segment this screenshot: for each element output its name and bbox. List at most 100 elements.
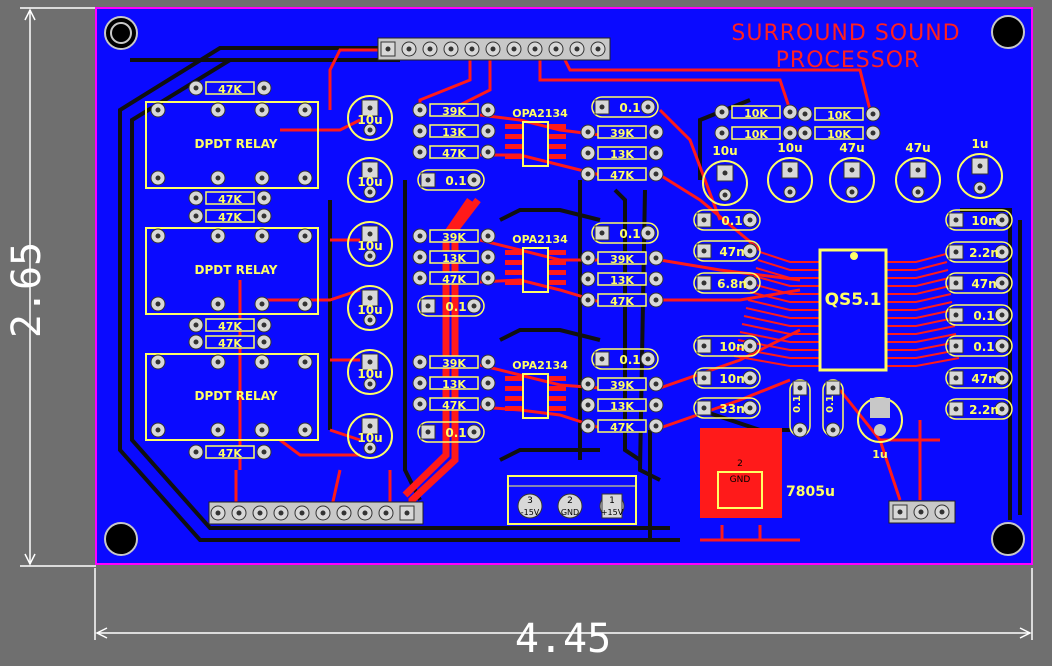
input-cap-2-label: 10u: [357, 175, 382, 189]
relay-3: DPDT RELAY: [145, 353, 319, 441]
electrolytic-4-label: 47u: [905, 141, 930, 155]
voltage-regulator: 2 GND 7805u: [700, 428, 835, 518]
vertical-cap-1: 0.1: [789, 379, 811, 438]
opamp-2-left-resistor-3-label: 47K: [442, 273, 466, 286]
input-cap-2: 10u: [347, 157, 393, 203]
left-cap-6-label: 33n: [719, 402, 744, 416]
qs-fanout-traces: [733, 251, 960, 367]
electrolytic-5-label: 1u: [972, 137, 989, 151]
left-cap-6: 33n: [693, 397, 761, 419]
left-cap-3: 6.8n: [693, 272, 761, 294]
height-dimension: 2.65: [4, 242, 50, 338]
opamp-3-left-resistor-3-label: 47K: [442, 399, 466, 412]
opamp-3-left-resistor-2-label: 13K: [442, 378, 466, 391]
dimension-lines: [20, 7, 1033, 640]
vertical-cap-2-label: 0.1: [825, 395, 836, 413]
opamp-3-left-resistor-1: 39K: [412, 354, 496, 370]
bottom-header: [208, 501, 424, 525]
input-cap-6: 10u: [347, 413, 393, 459]
relay-resistor-6-label: 47K: [218, 447, 242, 460]
opamp-3-label: OPA2134: [512, 359, 568, 372]
top-resistor-1-label: 10K: [744, 107, 768, 120]
power-pin-2-label: GND: [561, 508, 579, 517]
regulator-pad-num: 2: [737, 459, 743, 469]
opamp-3-right-resistor-1-label: 39K: [610, 379, 634, 392]
opamp-3-right-resistor-1: 39K: [580, 376, 664, 392]
opamp-2-left-resistor-1: 39K: [412, 228, 496, 244]
opamp-3-right-cap-label: 0.1: [619, 353, 640, 367]
electrolytic-1-label: 10u: [712, 144, 737, 158]
opamp-2-right-resistor-2: 13K: [580, 271, 664, 287]
top-resistor-2-label: 10K: [744, 128, 768, 141]
opamp-1-chip: [505, 121, 566, 167]
electrolytic-5: 1u: [957, 137, 1003, 199]
input-cap-4: 10u: [347, 285, 393, 331]
right-cap-3: 47n: [945, 272, 1013, 294]
input-cap-6-label: 10u: [357, 431, 382, 445]
opamp-2-left-cap: 0.1: [417, 295, 485, 317]
relay-label: DPDT RELAY: [195, 389, 278, 403]
regulator-label: 7805u: [786, 484, 835, 500]
opamp-2-right-cap-label: 0.1: [619, 227, 640, 241]
vertical-cap-1-label: 0.1: [792, 395, 803, 413]
board-title-line1: SURROUND SOUND: [731, 21, 960, 46]
opamp-1-right-resistor-2-label: 13K: [610, 148, 634, 161]
opamp-1-left-resistor-1-label: 39K: [442, 105, 466, 118]
top-resistor-1: 10K: [714, 104, 798, 120]
right-cap-5: 0.1: [945, 335, 1013, 357]
opamp-3-right-cap: 0.1: [591, 348, 659, 370]
electrolytic-2-label: 10u: [777, 141, 802, 155]
opamp-2-right-resistor-2-label: 13K: [610, 274, 634, 287]
opamp-1-left-cap-label: 0.1: [445, 174, 466, 188]
opamp-3-right-resistor-3-label: 47K: [610, 421, 634, 434]
opamp-2-label: OPA2134: [512, 233, 568, 246]
right-cap-1: 10n: [945, 209, 1013, 231]
electrolytic-1: 10u: [702, 144, 748, 206]
vertical-cap-2: 0.1: [822, 379, 844, 438]
bottom-cap-label: 1u: [872, 448, 888, 461]
top-resistor-4: 10K: [797, 125, 881, 141]
right-cap-6-label: 47n: [971, 372, 996, 386]
right-cap-5-label: 0.1: [973, 340, 994, 354]
board-title-line2: PROCESSOR: [776, 48, 921, 73]
left-cap-4-label: 10n: [719, 340, 744, 354]
relay-resistor-4: 47K: [188, 317, 272, 333]
relay-resistor-1: 47K: [188, 80, 272, 96]
mounting-holes: [104, 15, 1025, 556]
electrolytic-3-label: 47u: [839, 141, 864, 155]
relay-resistor-3-label: 47K: [218, 211, 242, 224]
qs5-chip-label: QS5.1: [825, 290, 882, 310]
relay-2: DPDT RELAY: [145, 227, 319, 315]
left-cap-2-label: 47n: [719, 245, 744, 259]
relay-label: DPDT RELAY: [195, 263, 278, 277]
opamp-2-chip: [505, 247, 566, 293]
top-resistor-4-label: 10K: [827, 128, 851, 141]
relay-resistor-5-label: 47K: [218, 337, 242, 350]
opamp-1-right-cap-label: 0.1: [619, 101, 640, 115]
opamp-3-right-resistor-2-label: 13K: [610, 400, 634, 413]
opamp-1-right-resistor-1: 39K: [580, 124, 664, 140]
electrolytic-2: 10u: [767, 141, 813, 203]
relay-resistor-5: 47K: [188, 334, 272, 350]
right-cap-7: 2.2n: [945, 398, 1013, 420]
opamp-1-right-resistor-3: 47K: [580, 166, 664, 182]
top-resistor-3: 10K: [797, 106, 881, 122]
opamp-1-right-resistor-2: 13K: [580, 145, 664, 161]
power-pin-1-num: 3: [527, 496, 533, 506]
opamp-1-right-resistor-1-label: 39K: [610, 127, 634, 140]
opamp-2-right-cap: 0.1: [591, 222, 659, 244]
opamp-3-chip: [505, 373, 566, 419]
left-cap-2: 47n: [693, 240, 761, 262]
top-resistor-2: 10K: [714, 125, 798, 141]
opamp-3-left-resistor-1-label: 39K: [442, 357, 466, 370]
opamp-1-left-resistor-3: 47K: [412, 144, 496, 160]
opamp-2-right-resistor-3: 47K: [580, 292, 664, 308]
opamp-1-right-resistor-3-label: 47K: [610, 169, 634, 182]
right-cap-3-label: 47n: [971, 277, 996, 291]
right-cap-2-label: 2.2n: [969, 246, 999, 260]
input-cap-3: 10u: [347, 221, 393, 267]
left-cap-1: 0.1: [693, 209, 761, 231]
